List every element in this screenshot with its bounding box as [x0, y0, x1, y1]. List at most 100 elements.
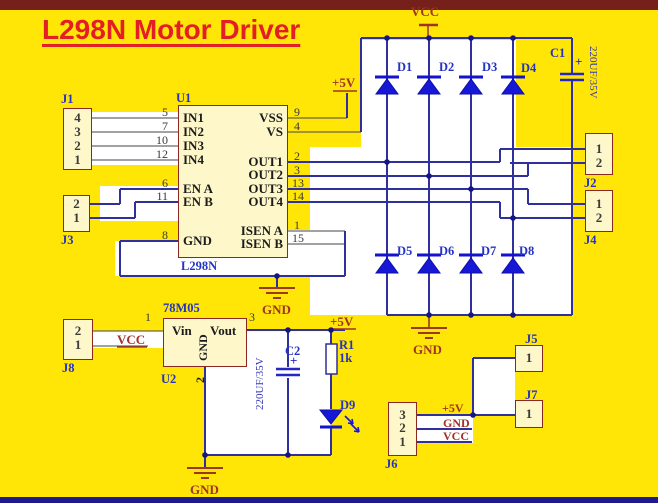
j4-pin-2: 2 [595, 210, 603, 225]
ic-u1-body [178, 105, 288, 258]
ic-pin-in3: IN3 [183, 138, 204, 153]
resistor-r1-body [325, 343, 338, 375]
diode-d1-label: D1 [397, 60, 413, 74]
ic-pinnum-15: 15 [292, 231, 304, 245]
j1-pin-3: 3 [74, 124, 81, 139]
j6-pin-2: 2 [399, 420, 406, 435]
j5-pin-1: 1 [525, 350, 533, 365]
ic-pinnum-4: 4 [294, 119, 300, 133]
ic-pin-in1: IN1 [183, 110, 204, 125]
led-d9 [318, 409, 360, 433]
ic-pin-out3: OUT3 [248, 181, 283, 196]
capacitor-c2-ref: C2 [285, 344, 301, 358]
ic-pin-isena: ISEN A [240, 223, 283, 238]
j6-pin-1: 1 [399, 434, 406, 449]
capacitor-c1 [560, 72, 584, 82]
regulator-pinnum-3: 3 [249, 310, 255, 324]
ic-pin-out4: OUT4 [248, 194, 283, 209]
resistor-r1-value: 1k [339, 351, 353, 365]
j1-pin-4: 4 [74, 110, 81, 125]
j8-pin-1: 1 [74, 337, 82, 352]
regulator-u2-body [163, 318, 247, 367]
regulator-ref: U2 [161, 372, 177, 386]
connector-j1-ref: J1 [61, 92, 74, 106]
gnd-regulator-label: GND [190, 482, 219, 497]
ic-pinnum-10: 10 [156, 133, 168, 147]
ic-pin-ena: EN A [183, 181, 213, 196]
ic-u1-ref: U1 [176, 91, 192, 105]
capacitor-c2-value: 220UF/35V [254, 357, 266, 410]
ic-pinnum-12: 12 [156, 147, 168, 161]
connector-j7-ref: J7 [525, 388, 538, 402]
diode-d5 [375, 253, 399, 274]
ic-pin-vss: VSS [259, 110, 283, 125]
white-patches [92, 40, 572, 456]
diode-d4 [501, 75, 525, 95]
regulator-vin: Vin [172, 323, 192, 338]
led-d9-label: D9 [340, 398, 356, 412]
j1-pin-1: 1 [74, 152, 81, 167]
j7-pin-1: 1 [525, 406, 533, 421]
ic-pin-in2: IN2 [183, 124, 204, 139]
j4-pin-1: 1 [595, 196, 603, 211]
connector-j4-body [585, 190, 613, 232]
ic-pinnum-1: 1 [294, 218, 300, 232]
ic-pin-gnd: GND [183, 233, 212, 248]
ic-pin-enb: EN B [183, 194, 213, 209]
ic-pinnum-13: 13 [292, 176, 304, 190]
j3-pin-2: 2 [73, 196, 80, 211]
vcc-j6-label: VCC [443, 429, 469, 443]
ic-pin-out2: OUT2 [248, 167, 283, 182]
ic-pin-isenb: ISEN B [240, 236, 283, 251]
top-border-band [0, 0, 658, 10]
gnd-symbol-regulator [187, 467, 223, 479]
connector-j2-ref: J2 [584, 176, 597, 190]
connector-j8-ref: J8 [62, 361, 75, 375]
j8-pin-2: 2 [74, 323, 82, 338]
diode-d5-label: D5 [397, 244, 413, 258]
pin-wires [92, 117, 361, 347]
regulator-gnd: GND [196, 334, 210, 361]
connector-j2-body [585, 133, 613, 175]
gnd-symbol-ic [259, 287, 295, 299]
plus5v-vss-label: +5V [332, 75, 356, 90]
capacitor-c1-plus: + [575, 54, 583, 69]
connector-j7-body [515, 400, 543, 428]
capacitor-c1-ref: C1 [550, 46, 566, 60]
ic-pinnum-11: 11 [156, 189, 168, 203]
ic-pin-vs: VS [266, 124, 283, 139]
diode-d7-label: D7 [481, 244, 497, 258]
ic-pinnum-7: 7 [162, 119, 168, 133]
diode-d2 [417, 75, 441, 95]
connector-j5-body [515, 345, 543, 372]
diode-d6 [417, 253, 441, 274]
regulator-part: 78M05 [163, 301, 200, 315]
ic-pinnum-14: 14 [292, 189, 304, 203]
page-title: L298N Motor Driver [42, 14, 301, 45]
gnd-symbol-diodes [411, 315, 447, 339]
net-underlines [117, 90, 357, 348]
ic-u1-part: L298N [181, 259, 218, 273]
regulator-vout: Vout [210, 323, 237, 338]
resistor-r1-ref: R1 [339, 338, 355, 352]
ic-pinnum-3: 3 [294, 163, 300, 177]
diode-d1 [375, 75, 399, 95]
vcc-top-label: VCC [411, 4, 440, 19]
capacitor-c1-value: 220UF/35V [587, 46, 599, 99]
j2-pin-2: 2 [595, 155, 603, 170]
diode-d7 [459, 253, 483, 274]
diode-d6-label: D6 [439, 244, 455, 258]
plus5v-j6-label: +5V [442, 401, 464, 415]
bottom-border-band [0, 497, 658, 503]
diode-d8-label: D8 [519, 244, 535, 258]
j3-pin-1: 1 [73, 210, 80, 225]
diode-d8 [501, 253, 525, 274]
connector-j3-ref: J3 [61, 233, 74, 247]
ic-pin-out1: OUT1 [248, 154, 283, 169]
ic-pinnum-9: 9 [294, 105, 300, 119]
connector-j5-ref: J5 [525, 332, 538, 346]
connector-j3-body [63, 195, 90, 232]
gnd-ic-label: GND [262, 302, 291, 317]
connector-j1-body [63, 108, 92, 170]
